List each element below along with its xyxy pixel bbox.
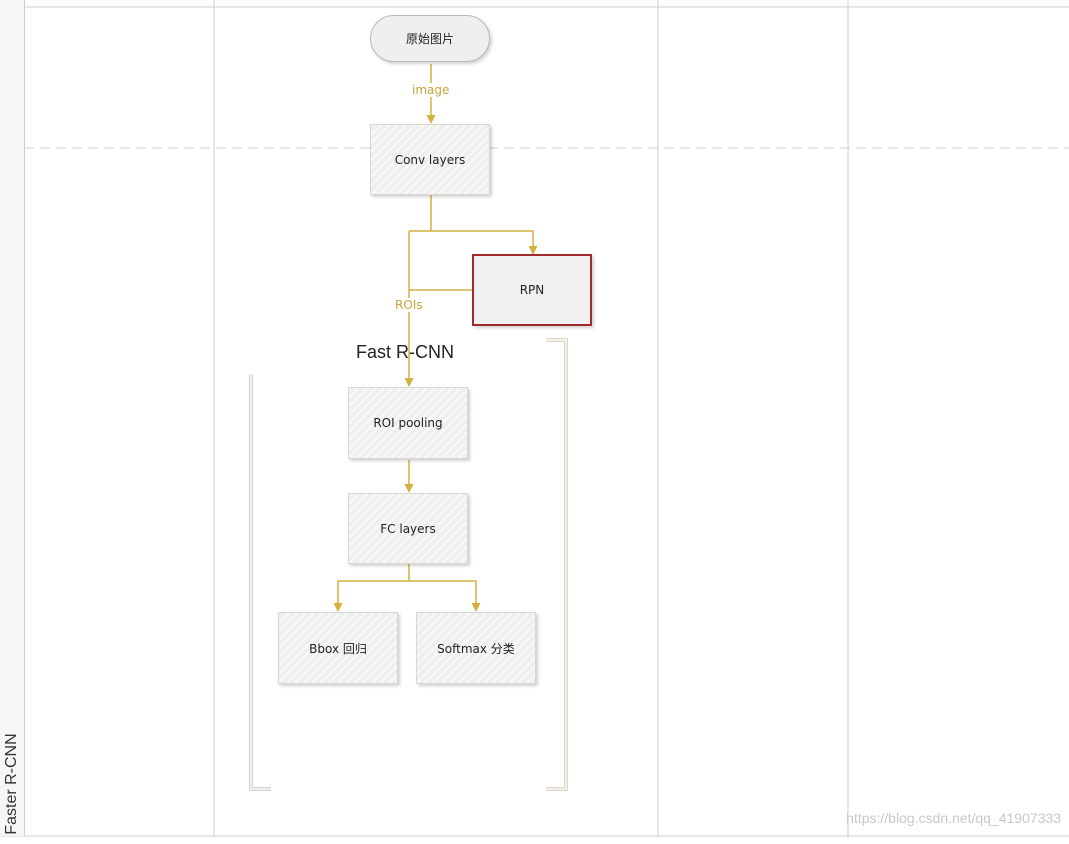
edge-fc-to-bbox (333, 564, 410, 612)
softmax-classification-node[interactable]: Softmax 分类 (416, 612, 536, 684)
edge-conv-to-rpn (430, 195, 538, 255)
bbox-regression-node[interactable]: Bbox 回归 (278, 612, 398, 684)
conv-layers-node[interactable]: Conv layers (370, 124, 490, 195)
edge-label-image: image (411, 83, 451, 97)
start-node[interactable]: 原始图片 (370, 15, 490, 62)
edge-label-rois: ROIs (394, 298, 424, 312)
swimlane-title: Faster R-CNN (3, 733, 20, 835)
fast-rcnn-brackets (249, 338, 568, 791)
rpn-node[interactable]: RPN (472, 254, 592, 326)
swimlane-header: Faster R-CNN (0, 0, 25, 836)
watermark-text: https://blog.csdn.net/qq_41907333 (846, 810, 1061, 826)
roi-pooling-node[interactable]: ROI pooling (348, 387, 468, 459)
fast-rcnn-title: Fast R-CNN (356, 342, 454, 362)
edge-fc-to-softmax (409, 580, 481, 612)
fc-layers-node[interactable]: FC layers (348, 493, 468, 564)
